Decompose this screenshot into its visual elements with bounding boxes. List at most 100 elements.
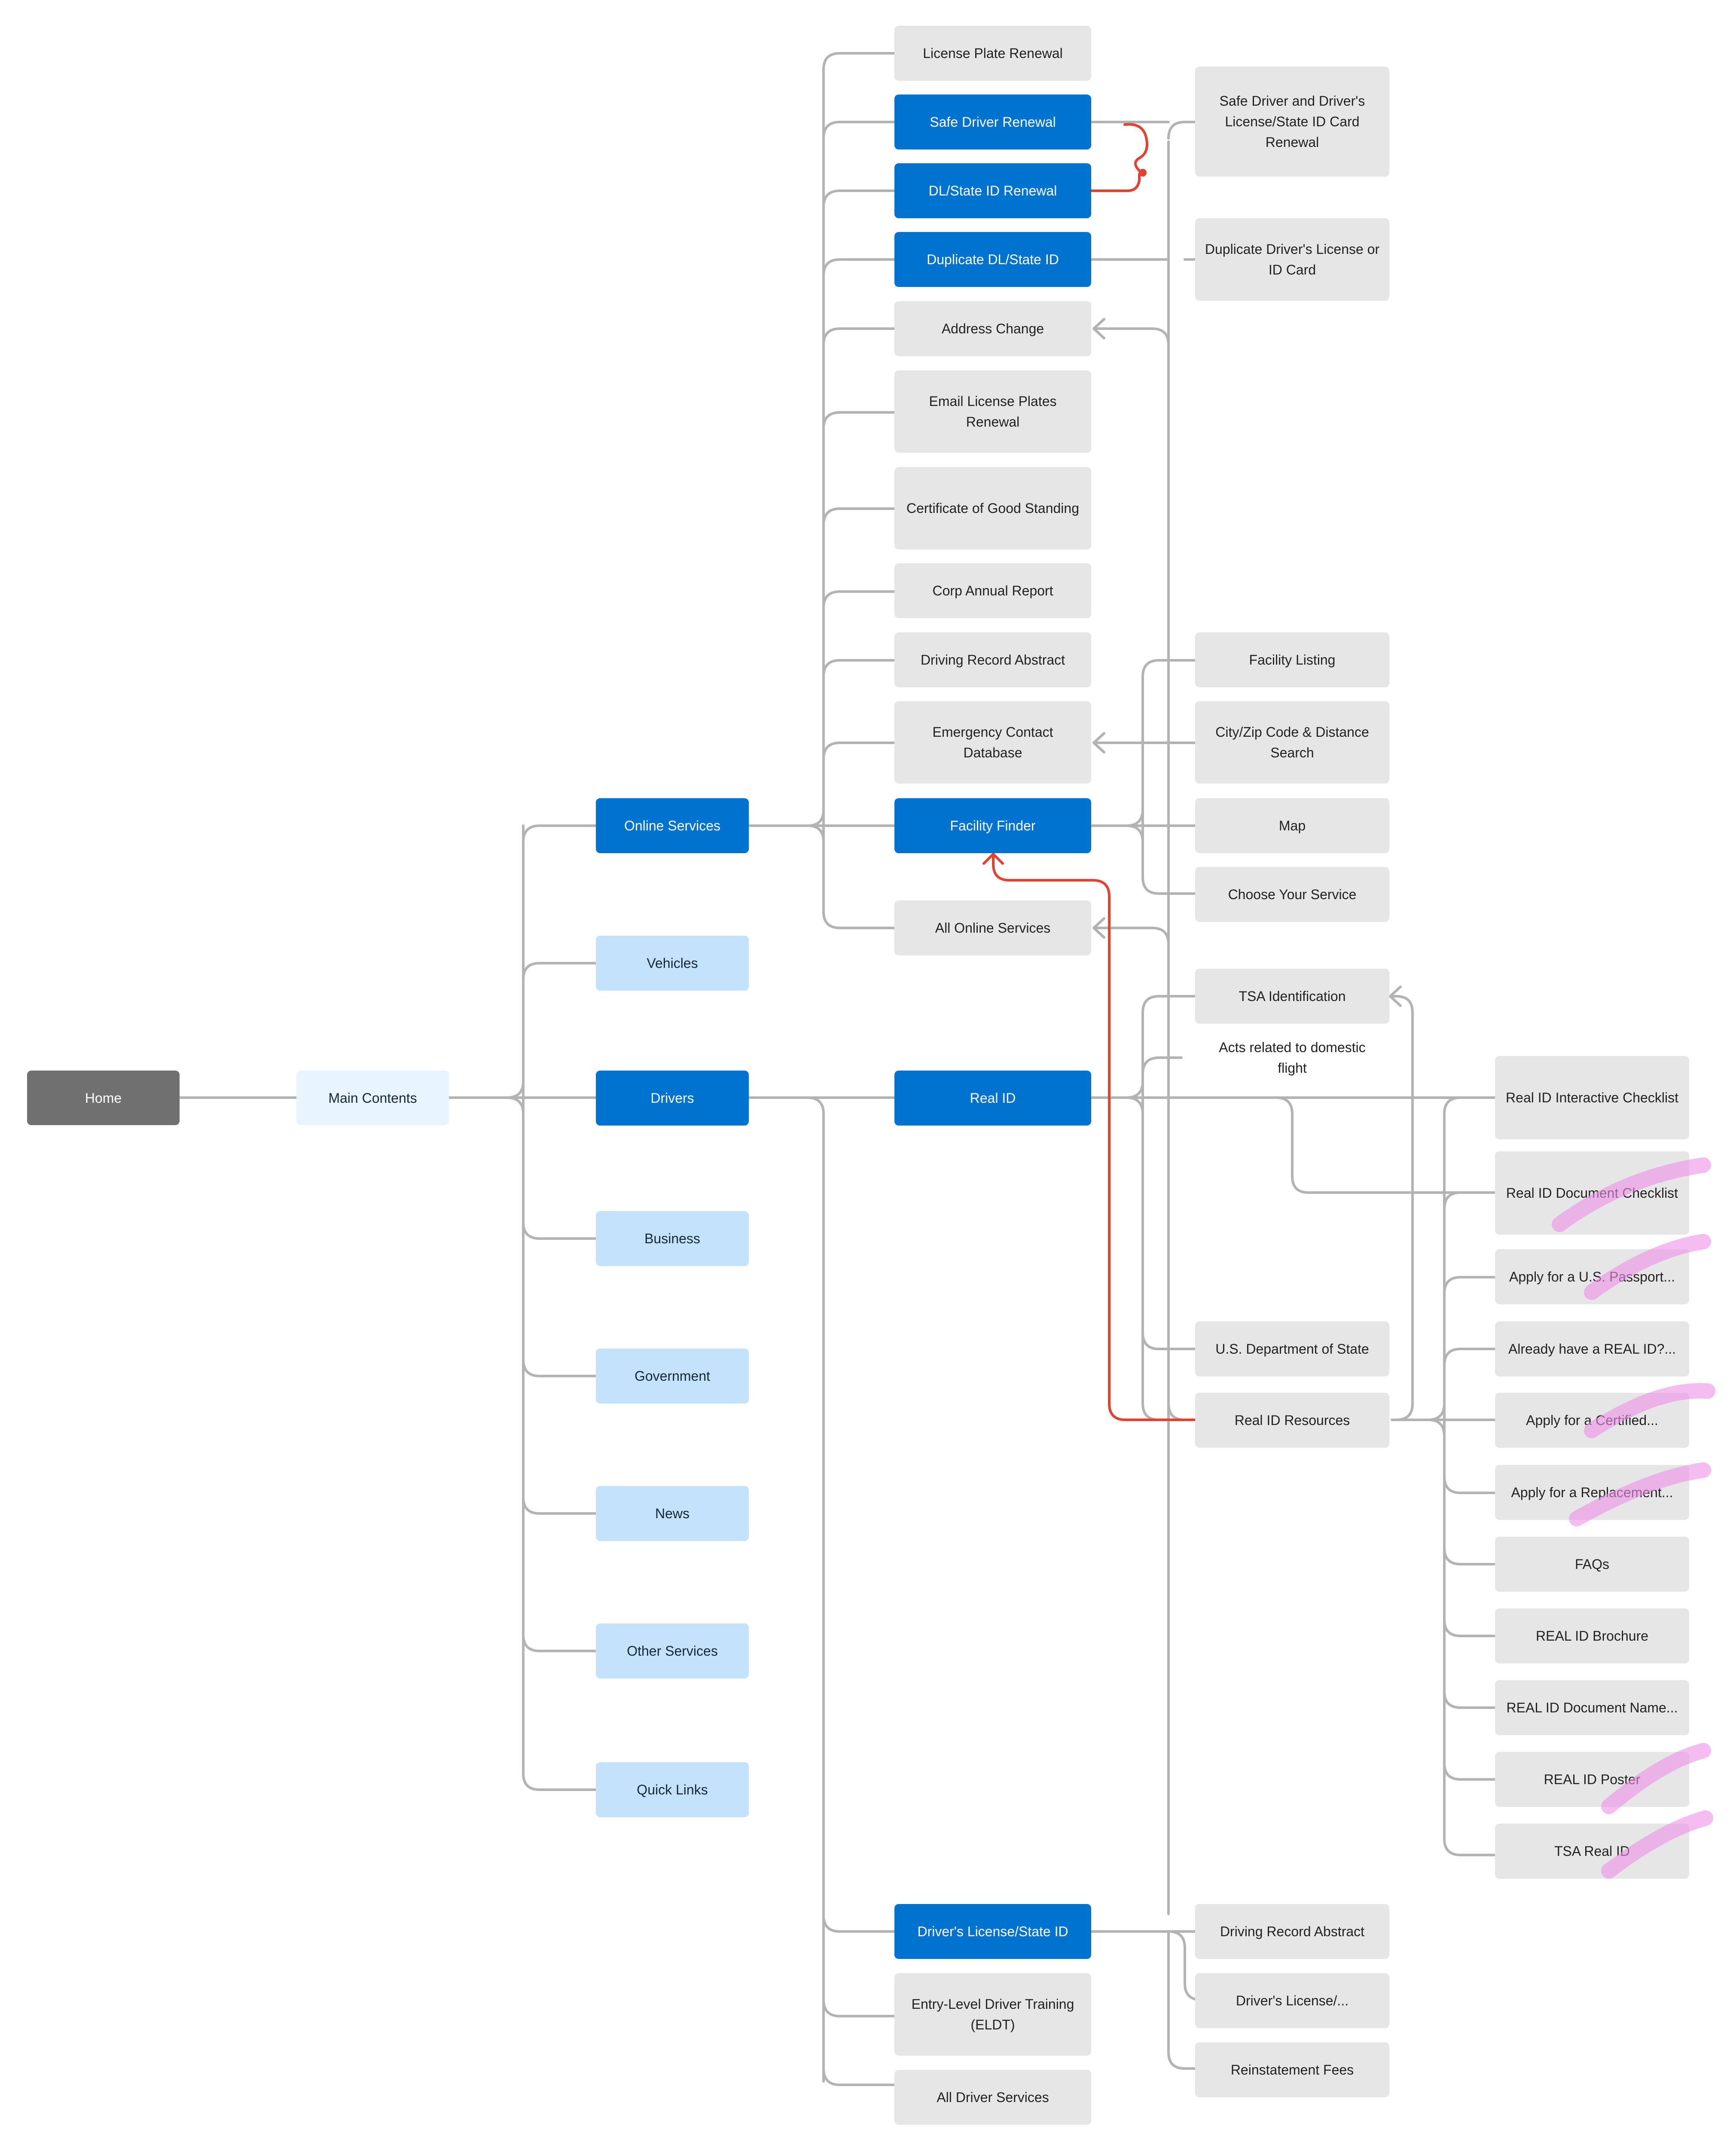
node-real-id-interactive-checklist[interactable]: Real ID Interactive Checklist [1495, 1056, 1689, 1139]
node-vehicles[interactable]: Vehicles [596, 936, 749, 991]
node-certificate-of-good-standing[interactable]: Certificate of Good Standing [894, 467, 1091, 549]
node-drivers-license-state-id-label: Driver's License/State ID [917, 1924, 1068, 1939]
node-driving-record-abstract-2-label: Driving Record Abstract [1220, 1924, 1365, 1939]
node-emergency-contact-database-label: Emergency Contact Database [932, 724, 1053, 760]
node-quick-links[interactable]: Quick Links [596, 1762, 749, 1817]
node-real-id-document-name-label: REAL ID Document Name... [1506, 1700, 1678, 1715]
node-faqs-label: FAQs [1574, 1556, 1609, 1572]
node-real-id-document-checklist[interactable]: Real ID Document Checklist [1495, 1151, 1689, 1235]
node-real-id-label: Real ID [970, 1090, 1016, 1106]
node-acts-domestic-flight-label: Acts related to domestic flight [1219, 1040, 1366, 1076]
node-all-online-services-label: All Online Services [935, 920, 1051, 936]
node-real-id-interactive-checklist-label: Real ID Interactive Checklist [1506, 1090, 1678, 1105]
node-address-change[interactable]: Address Change [894, 301, 1091, 356]
node-business[interactable]: Business [596, 1211, 749, 1266]
node-duplicate-dl-state-id[interactable]: Duplicate DL/State ID [894, 232, 1091, 287]
node-dl-state-id-renewal[interactable]: DL/State ID Renewal [894, 163, 1091, 218]
node-drivers-license-truncated-label: Driver's License/... [1236, 1993, 1349, 2008]
node-entry-level-driver-training[interactable]: Entry-Level Driver Training (ELDT) [894, 1973, 1091, 2056]
node-map[interactable]: Map [1195, 798, 1389, 853]
node-real-id[interactable]: Real ID [894, 1071, 1091, 1126]
node-driving-record-abstract-2[interactable]: Driving Record Abstract [1195, 1904, 1389, 1959]
node-apply-replacement[interactable]: Apply for a Replacement... [1495, 1465, 1689, 1520]
node-real-id-poster-label: REAL ID Poster [1544, 1772, 1641, 1787]
node-business-label: Business [644, 1231, 700, 1246]
node-other-services-label: Other Services [627, 1643, 718, 1659]
node-main-contents[interactable]: Main Contents [296, 1071, 449, 1125]
node-already-have-real-id[interactable]: Already have a REAL ID?... [1495, 1321, 1689, 1376]
node-all-driver-services[interactable]: All Driver Services [894, 2070, 1091, 2125]
node-safe-driver-and-dl-renewal[interactable]: Safe Driver and Driver's License/State I… [1195, 67, 1389, 177]
node-apply-replacement-label: Apply for a Replacement... [1511, 1485, 1673, 1500]
node-real-id-brochure-label: REAL ID Brochure [1535, 1628, 1649, 1644]
node-driving-record-abstract-label: Driving Record Abstract [920, 652, 1065, 668]
node-facility-finder[interactable]: Facility Finder [894, 798, 1091, 853]
node-real-id-brochure[interactable]: REAL ID Brochure [1495, 1608, 1689, 1663]
node-already-have-real-id-label: Already have a REAL ID?... [1508, 1341, 1676, 1357]
node-government[interactable]: Government [596, 1349, 749, 1404]
node-duplicate-drivers-license-or-id-label: Duplicate Driver's License or ID Card [1205, 241, 1380, 278]
node-corp-annual-report-label: Corp Annual Report [932, 583, 1053, 598]
node-license-plate-renewal-label: License Plate Renewal [923, 46, 1063, 61]
node-driving-record-abstract[interactable]: Driving Record Abstract [894, 632, 1091, 687]
node-entry-level-driver-training-label: Entry-Level Driver Training (ELDT) [911, 1996, 1074, 2032]
node-email-license-plates-renewal[interactable]: Email License Plates Renewal [894, 370, 1091, 453]
node-drivers-license-state-id[interactable]: Driver's License/State ID [894, 1904, 1091, 1959]
node-choose-your-service[interactable]: Choose Your Service [1195, 867, 1389, 922]
node-address-change-label: Address Change [941, 321, 1044, 336]
node-apply-certified-label: Apply for a Certified... [1526, 1413, 1658, 1428]
node-map-label: Map [1278, 818, 1306, 833]
node-drivers-license-truncated[interactable]: Driver's License/... [1195, 1973, 1389, 2028]
node-drivers[interactable]: Drivers [596, 1071, 749, 1126]
node-real-id-document-checklist-label: Real ID Document Checklist [1506, 1185, 1678, 1201]
node-facility-listing[interactable]: Facility Listing [1195, 632, 1389, 687]
node-email-license-plates-renewal-label: Email License Plates Renewal [929, 394, 1057, 430]
node-safe-driver-renewal[interactable]: Safe Driver Renewal [894, 95, 1091, 150]
node-tsa-real-id[interactable]: TSA Real ID [1495, 1824, 1689, 1879]
node-apply-certified[interactable]: Apply for a Certified... [1495, 1393, 1689, 1448]
node-real-id-poster[interactable]: REAL ID Poster [1495, 1752, 1689, 1807]
node-safe-driver-and-dl-renewal-label: Safe Driver and Driver's License/State I… [1219, 93, 1365, 150]
node-us-department-of-state-label: U.S. Department of State [1215, 1341, 1369, 1357]
node-home-label: Home [85, 1090, 122, 1106]
node-safe-driver-renewal-label: Safe Driver Renewal [930, 114, 1056, 130]
node-faqs[interactable]: FAQs [1495, 1537, 1689, 1592]
node-emergency-contact-database[interactable]: Emergency Contact Database [894, 701, 1091, 784]
node-tsa-identification-label: TSA Identification [1239, 989, 1346, 1004]
node-apply-us-passport[interactable]: Apply for a U.S. Passport... [1495, 1249, 1689, 1304]
node-duplicate-drivers-license-or-id[interactable]: Duplicate Driver's License or ID Card [1195, 218, 1389, 301]
node-vehicles-label: Vehicles [647, 955, 698, 971]
node-certificate-of-good-standing-label: Certificate of Good Standing [906, 500, 1079, 516]
node-us-department-of-state[interactable]: U.S. Department of State [1195, 1321, 1389, 1376]
node-quick-links-label: Quick Links [637, 1782, 708, 1797]
node-drivers-label: Drivers [650, 1090, 694, 1106]
node-duplicate-dl-state-id-label: Duplicate DL/State ID [927, 252, 1059, 267]
node-tsa-real-id-label: TSA Real ID [1554, 1843, 1630, 1859]
node-other-services[interactable]: Other Services [596, 1623, 749, 1678]
node-reinstatement-fees[interactable]: Reinstatement Fees [1195, 2042, 1389, 2097]
node-real-id-resources[interactable]: Real ID Resources [1195, 1393, 1389, 1448]
node-dl-state-id-renewal-label: DL/State ID Renewal [928, 183, 1057, 198]
node-facility-listing-label: Facility Listing [1249, 652, 1336, 668]
node-city-zip-distance-search-label: City/Zip Code & Distance Search [1215, 724, 1369, 760]
node-corp-annual-report[interactable]: Corp Annual Report [894, 563, 1091, 618]
node-news-label: News [655, 1506, 690, 1521]
node-all-online-services[interactable]: All Online Services [894, 900, 1091, 955]
node-all-driver-services-label: All Driver Services [937, 2090, 1049, 2105]
node-city-zip-distance-search[interactable]: City/Zip Code & Distance Search [1195, 701, 1389, 784]
node-facility-finder-label: Facility Finder [950, 818, 1036, 833]
node-tsa-identification[interactable]: TSA Identification [1195, 969, 1389, 1024]
node-reinstatement-fees-label: Reinstatement Fees [1230, 2062, 1354, 2078]
node-home[interactable]: Home [27, 1071, 180, 1125]
node-government-label: Government [634, 1368, 711, 1384]
node-acts-domestic-flight: Acts related to domestic flight [1195, 1036, 1389, 1079]
node-online-services[interactable]: Online Services [596, 798, 749, 853]
node-news[interactable]: News [596, 1486, 749, 1541]
node-main-contents-label: Main Contents [328, 1090, 417, 1106]
node-apply-us-passport-label: Apply for a U.S. Passport... [1509, 1269, 1675, 1285]
node-real-id-document-name[interactable]: REAL ID Document Name... [1495, 1680, 1689, 1735]
node-real-id-resources-label: Real ID Resources [1234, 1413, 1350, 1428]
node-license-plate-renewal[interactable]: License Plate Renewal [894, 26, 1091, 81]
